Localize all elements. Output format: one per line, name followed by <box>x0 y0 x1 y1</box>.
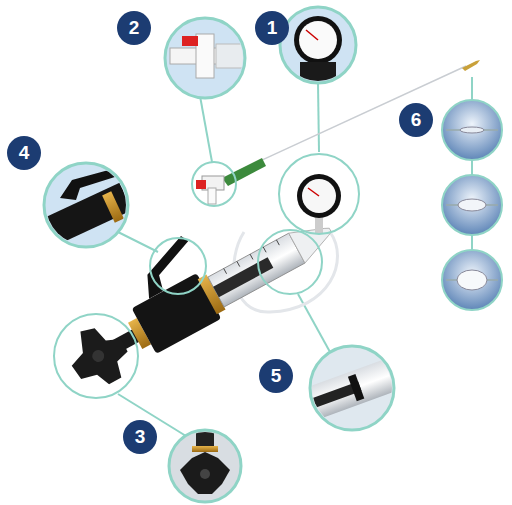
callout-number: 4 <box>7 136 41 170</box>
callout-number: 1 <box>255 11 289 45</box>
zoom-knob <box>169 426 241 502</box>
callout-number: 3 <box>123 420 157 454</box>
zoom-stopcock <box>165 18 246 98</box>
zoom-syringe <box>302 346 408 430</box>
callout-number: 2 <box>117 11 151 45</box>
pressure-gauge <box>297 174 341 234</box>
callout-number: 5 <box>259 359 293 393</box>
zoom-gauge <box>280 7 356 83</box>
callout-number: 6 <box>399 103 433 137</box>
zoom-lever <box>38 163 132 248</box>
balloon-stages <box>442 100 502 310</box>
leader-lines <box>118 77 472 436</box>
